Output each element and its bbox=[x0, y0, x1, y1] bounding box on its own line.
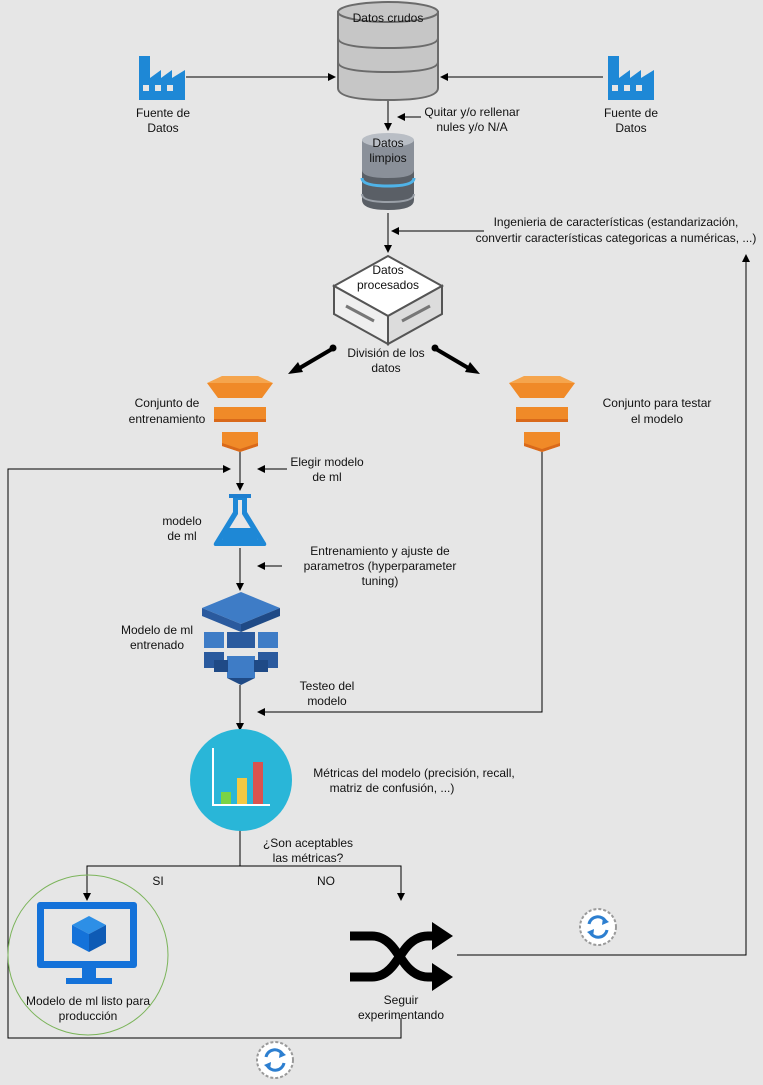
database-icon bbox=[360, 133, 416, 210]
refresh-icon bbox=[256, 1041, 294, 1079]
factory-icon bbox=[608, 56, 654, 100]
no-label: NO bbox=[317, 874, 335, 888]
trained-label-1: Modelo de ml bbox=[121, 623, 193, 637]
clean-data-label-1: Datos bbox=[372, 136, 403, 150]
processed-label-2: procesados bbox=[357, 278, 419, 292]
clean-data-label-2: limpios bbox=[369, 151, 406, 165]
production-label-1: Modelo de ml listo para bbox=[26, 994, 150, 1008]
feature-note-line-2: convertir características categoricas a … bbox=[476, 231, 757, 245]
clean-note-line-1: Quitar y/o rellenar bbox=[424, 105, 519, 119]
clean-note-line-2: nules y/o N/A bbox=[436, 120, 507, 134]
edge-metrics-to-experiment bbox=[240, 865, 405, 901]
testing-line-1: Testeo del bbox=[300, 679, 355, 693]
connectors bbox=[7, 73, 750, 1039]
edge-experiment-to-choose bbox=[7, 465, 402, 1039]
source-left-label-2: Datos bbox=[147, 121, 178, 135]
split-label-1: División de los bbox=[347, 346, 424, 360]
shuffle-arrowhead-bottom bbox=[432, 963, 453, 991]
test-set-label-1: Conjunto para testar bbox=[603, 396, 712, 410]
source-right-label-1: Fuente de bbox=[604, 106, 658, 120]
test-set-label-2: el modelo bbox=[631, 412, 683, 426]
refresh-icon bbox=[579, 908, 617, 946]
split-arrow-left bbox=[288, 344, 337, 374]
bar-chart-icon bbox=[190, 729, 292, 831]
question-line-1: ¿Son aceptables bbox=[263, 836, 353, 850]
experiment-label-1: Seguir bbox=[384, 993, 419, 1007]
metrics-line-1: Métricas del modelo (precisión, recall, bbox=[313, 766, 514, 780]
raw-data-label: Datos crudos bbox=[353, 11, 424, 25]
split-arrow-right bbox=[431, 344, 480, 374]
edge-test-to-testing bbox=[257, 452, 543, 716]
shuffle-arrowhead-top bbox=[432, 922, 453, 950]
production-label-2: producción bbox=[59, 1009, 118, 1023]
source-left-label-1: Fuente de bbox=[136, 106, 190, 120]
tuning-line-2: parametros (hyperparameter bbox=[304, 559, 457, 573]
ml-model-label-1: modelo bbox=[162, 514, 202, 528]
feature-note-line-1: Ingenieria de características (estandari… bbox=[494, 215, 739, 229]
train-set-label-2: entrenamiento bbox=[129, 412, 206, 426]
monitor-icon bbox=[37, 902, 137, 984]
box-icon bbox=[331, 254, 445, 346]
split-label-2: datos bbox=[371, 361, 400, 375]
source-right-label-2: Datos bbox=[615, 121, 646, 135]
train-set-label-1: Conjunto de bbox=[135, 396, 200, 410]
tuning-line-3: tuning) bbox=[362, 574, 399, 588]
experiment-label-2: experimentando bbox=[358, 1008, 444, 1022]
production-ring bbox=[7, 874, 169, 1036]
edge-metrics-to-production bbox=[83, 830, 241, 901]
metrics-line-2: matriz de confusión, ...) bbox=[330, 781, 455, 795]
database-icon bbox=[337, 1, 439, 102]
cubes-icon bbox=[202, 592, 280, 685]
flask-icon bbox=[213, 494, 267, 546]
yes-label: SI bbox=[152, 874, 163, 888]
factory-icon bbox=[139, 56, 185, 100]
stack-icon bbox=[207, 376, 273, 452]
edge-experiment-to-feature bbox=[457, 254, 750, 956]
question-line-2: las métricas? bbox=[273, 851, 344, 865]
shuffle-icon bbox=[350, 931, 436, 982]
testing-line-2: modelo bbox=[307, 694, 347, 708]
choose-model-line-1: Elegir modelo bbox=[290, 455, 364, 469]
trained-label-2: entrenado bbox=[130, 638, 184, 652]
processed-label-1: Datos bbox=[372, 263, 403, 277]
tuning-line-1: Entrenamiento y ajuste de bbox=[310, 544, 450, 558]
stack-icon bbox=[509, 376, 575, 452]
choose-model-line-2: de ml bbox=[312, 470, 341, 484]
ml-model-label-2: de ml bbox=[167, 529, 196, 543]
